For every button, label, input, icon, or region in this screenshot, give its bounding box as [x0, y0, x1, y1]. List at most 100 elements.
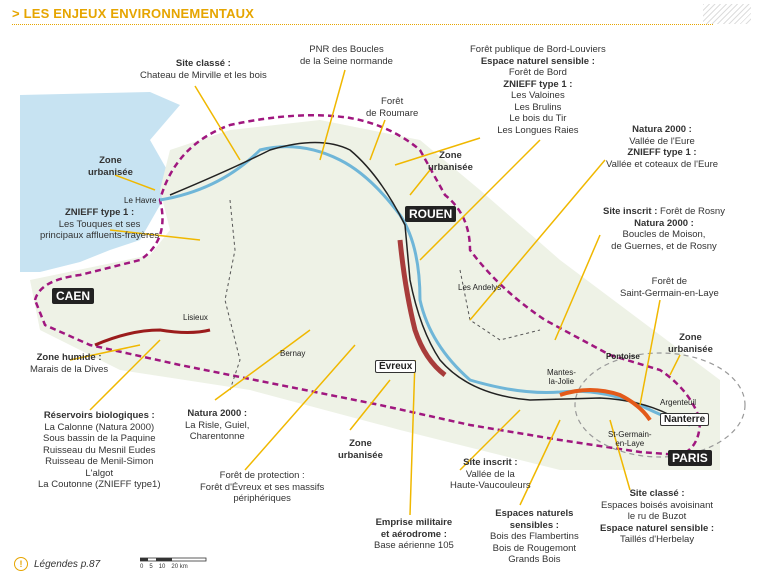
annotation-line: Sous bassin de la Paquine	[43, 433, 156, 444]
annotation-title: Zone humide :	[36, 352, 102, 363]
annotation-bord-louviers: Forêt publique de Bord-Louviers Espace n…	[470, 44, 606, 136]
annotation-title: ZNIEFF type 1 :	[627, 147, 697, 158]
annotation-line: Le bois du Tir	[509, 113, 567, 124]
city-caen: CAEN	[52, 288, 95, 304]
city-nanterre: Nanterre	[660, 413, 710, 426]
scale-label: 5	[149, 564, 153, 570]
town-lisieux: Lisieux	[183, 313, 208, 322]
annotation-line: Marais de la Dives	[30, 363, 109, 375]
annotation-title: Natura 2000 :	[634, 217, 694, 229]
annotation-line: Vallée et coteaux de l'Eure	[606, 158, 719, 170]
city-paris: PARIS	[668, 450, 712, 466]
annotation-line: Les Valoines	[511, 90, 565, 101]
title-divider	[12, 24, 713, 25]
annotation-title: ZNIEFF type 1 :	[503, 78, 573, 90]
annotation-line: Base aérienne 105	[374, 540, 454, 551]
annotation-title: Zone	[679, 332, 702, 343]
annotation-line: La Risle, Guiel,	[185, 419, 250, 431]
dept-boundary-2	[459, 269, 541, 341]
annotation-inline-text: Forêt de Rosny	[660, 206, 725, 217]
annotation-foret-roumare: Forêt de Roumare	[366, 96, 418, 119]
annotation-title: Réservoirs biologiques :	[43, 410, 155, 421]
decorative-hatch	[703, 4, 751, 24]
land-area	[30, 120, 720, 470]
annotation-site-classe-buzot: Site classé : Espaces boisés avoisinant …	[600, 488, 714, 546]
annotation-line: La Coutonne (ZNIEFF type1)	[38, 479, 161, 490]
annotation-emprise: Emprise militaire et aérodrome : Base aé…	[374, 517, 454, 552]
town-argenteuil: Argenteuil	[660, 398, 697, 407]
annotation-title: Espaces naturels	[495, 508, 574, 519]
annotation-title: urbanisée	[88, 166, 133, 178]
annotation-site-classe-mirville: Site classé : Chateau de Mirville et les…	[140, 58, 267, 81]
annotation-line: Forêt	[381, 96, 404, 107]
annotation-line: Forêt d'Évreux et ses massifs	[200, 481, 325, 493]
annotation-line: de la Seine normande	[300, 55, 393, 67]
annotation-line: périphériques	[233, 493, 291, 504]
annotation-pnr: PNR des Boucles de la Seine normande	[300, 44, 393, 67]
annotation-line: Les Touques et ses	[58, 218, 141, 230]
annotation-title: Zone	[99, 155, 122, 166]
annotation-zone-urb-paris: Zone urbanisée	[668, 332, 713, 355]
annotation-natura-eure: Natura 2000 : Vallée de l'Eure ZNIEFF ty…	[606, 124, 718, 170]
annotation-line: principaux affluents-frayères	[40, 230, 160, 241]
annotation-line: Charentonne	[189, 431, 245, 442]
annotation-line: Vallée de la	[465, 468, 515, 480]
annotation-line: Bois de Rougemont	[492, 542, 577, 554]
scale-bar: 0 5 10 20 km	[139, 556, 210, 572]
annotation-line: Forêt publique de Bord-Louviers	[470, 44, 606, 55]
town-pontoise: Pontoise	[606, 352, 640, 361]
annotation-line: Chateau de Mirville et les bois	[140, 69, 267, 81]
annotation-line: Grands Bois	[508, 554, 561, 565]
annotation-line: Saint-Germain-en-Laye	[620, 287, 719, 299]
annotation-foret-st-germain: Forêt de Saint-Germain-en-Laye	[620, 276, 719, 299]
annotation-line: de Guernes, et de Rosny	[611, 240, 717, 252]
annotation-zone-urb-rouen: Zone urbanisée	[428, 150, 473, 173]
rail-line	[169, 141, 671, 416]
annotation-title: Site inscrit :	[463, 457, 518, 468]
annotation-zone-urb-havre: Zone urbanisée	[88, 155, 133, 178]
annotation-line: PNR des Boucles	[309, 44, 384, 55]
annotation-natura-risle: Natura 2000 : La Risle, Guiel, Charenton…	[185, 408, 249, 443]
scale-bar-graphic	[139, 557, 207, 562]
annotation-title: urbanisée	[668, 343, 713, 355]
town-le-havre: Le Havre	[124, 196, 157, 205]
annotation-line: Forêt de Bord	[508, 67, 567, 78]
risle-corridor	[94, 328, 211, 347]
annotation-foret-evreux: Forêt de protection : Forêt d'Évreux et …	[200, 470, 324, 505]
annotation-title: Emprise militaire	[375, 517, 453, 528]
annotation-site-inscrit-vaucouleurs: Site inscrit : Vallée de la Haute-Vaucou…	[450, 457, 531, 492]
annotation-line: L'algot	[85, 467, 114, 479]
warning-icon: !	[14, 557, 28, 571]
annotation-title: Zone	[349, 438, 372, 449]
annotation-zone-humide: Zone humide : Marais de la Dives	[30, 352, 108, 375]
annotation-line: Bois des Flambertins	[490, 531, 579, 542]
annotation-zone-urb-evreux: Zone urbanisée	[338, 438, 383, 461]
annotation-znieff-touques: ZNIEFF type 1 : Les Touques et ses princ…	[40, 207, 159, 242]
legend-reference-text: Légendes p.87	[34, 559, 101, 570]
annotation-title: urbanisée	[428, 161, 473, 173]
annotation-line: Les Longues Raies	[497, 124, 579, 136]
annotation-line: Taillés d'Herbelay	[619, 534, 695, 545]
paris-ring	[574, 352, 746, 458]
annotation-title: urbanisée	[338, 449, 383, 461]
annotation-line: Vallée de l'Eure	[629, 135, 695, 147]
annotation-title: ZNIEFF type 1 :	[65, 207, 135, 218]
annotation-line: La Calonne (Natura 2000)	[44, 421, 155, 433]
annotation-title: Espace naturel sensible :	[600, 522, 715, 534]
scale-label: 20 km	[171, 564, 188, 570]
annotation-title: sensibles :	[509, 519, 559, 531]
seine-river	[159, 145, 691, 427]
annotation-title: Site classé :	[629, 488, 685, 499]
scale-label: 0	[140, 564, 144, 570]
page-title: > LES ENJEUX ENVIRONNEMENTAUX	[12, 6, 255, 21]
annotation-title: Espace naturel sensible :	[480, 55, 595, 67]
protected-corridor	[397, 239, 447, 377]
town-bernay: Bernay	[280, 349, 306, 358]
town-les-andelys: Les Andelys	[458, 283, 502, 292]
annotation-line: Haute-Vaucouleurs	[450, 480, 531, 491]
annotation-line: Les Brulins	[514, 101, 562, 113]
annotation-line: Forêt de	[651, 276, 688, 287]
leader-lines	[69, 69, 681, 516]
annotation-reservoirs: Réservoirs biologiques : La Calonne (Nat…	[38, 410, 161, 491]
